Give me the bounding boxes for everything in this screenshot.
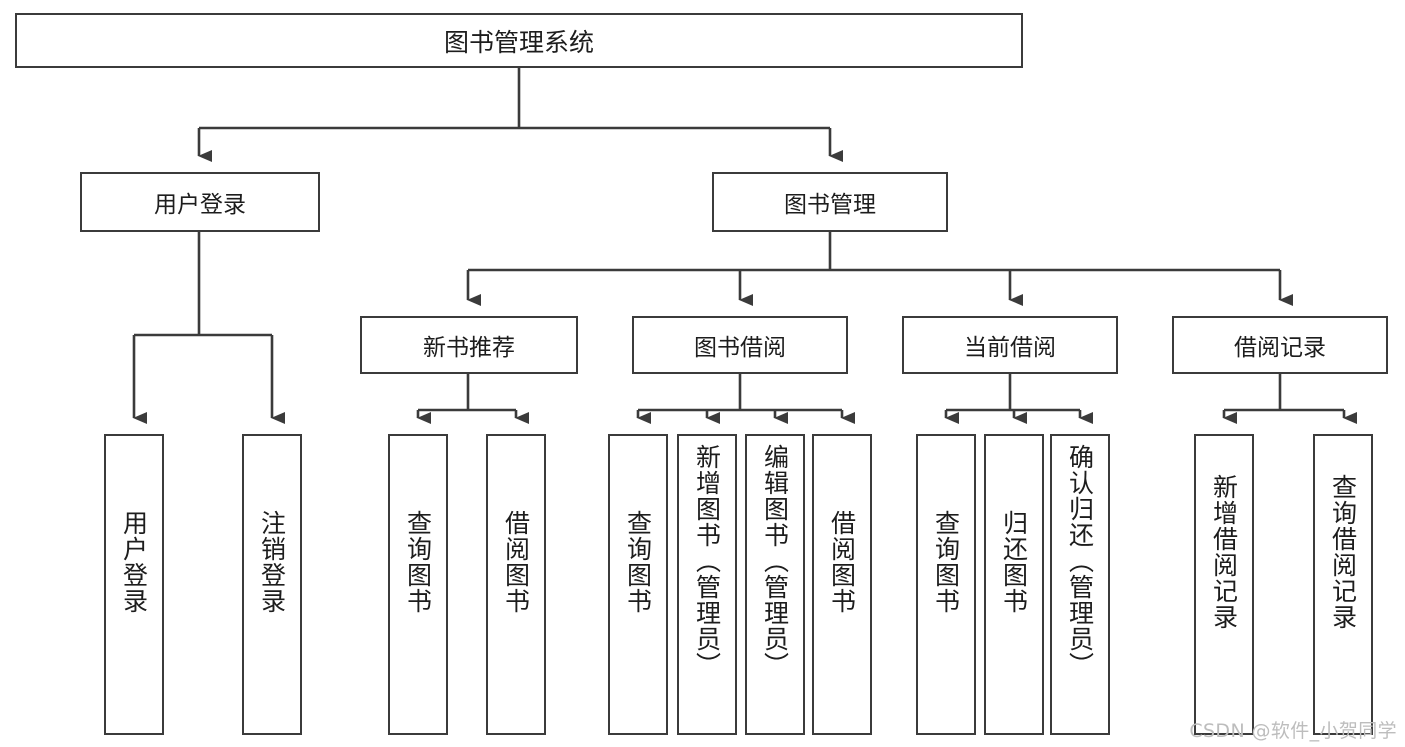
leaf-user-login-logout[interactable]: 注销登录	[242, 434, 302, 735]
node-book-borrow[interactable]: 图书借阅	[632, 316, 848, 374]
leaf-label: 查询图书	[931, 510, 961, 614]
leaf-label: 借阅图书	[501, 510, 531, 614]
node-root[interactable]: 图书管理系统	[15, 13, 1023, 68]
watermark: CSDN @软件_小贺同学	[1189, 720, 1397, 742]
node-user-login[interactable]: 用户登录	[80, 172, 320, 232]
leaf-borrow-add-book-admin[interactable]: 新增图书（管理员）	[677, 434, 737, 735]
node-borrow-record[interactable]: 借阅记录	[1172, 316, 1388, 374]
leaf-record-add-borrow-record[interactable]: 新增借阅记录	[1194, 434, 1254, 735]
leaf-borrow-query-book[interactable]: 查询图书	[608, 434, 668, 735]
leaf-label: 编辑图书（管理员）	[760, 444, 790, 678]
leaf-label: 归还图书	[999, 510, 1029, 614]
leaf-borrow-borrow-book[interactable]: 借阅图书	[812, 434, 872, 735]
leaf-label: 借阅图书	[827, 510, 857, 614]
leaf-label: 查询借阅记录	[1328, 474, 1358, 630]
leaf-recommend-borrow-book[interactable]: 借阅图书	[486, 434, 546, 735]
node-current-borrow[interactable]: 当前借阅	[902, 316, 1118, 374]
leaf-current-query-book[interactable]: 查询图书	[916, 434, 976, 735]
leaf-label: 新增借阅记录	[1209, 474, 1239, 630]
leaf-current-return-book[interactable]: 归还图书	[984, 434, 1044, 735]
leaf-user-login-login[interactable]: 用户登录	[104, 434, 164, 735]
node-new-book-recommend[interactable]: 新书推荐	[360, 316, 578, 374]
node-book-management[interactable]: 图书管理	[712, 172, 948, 232]
leaf-label: 新增图书（管理员）	[692, 444, 722, 678]
leaf-record-query-borrow-record[interactable]: 查询借阅记录	[1313, 434, 1373, 735]
leaf-label: 确认归还（管理员）	[1065, 444, 1095, 678]
leaf-label: 用户登录	[119, 510, 149, 614]
leaf-borrow-edit-book-admin[interactable]: 编辑图书（管理员）	[745, 434, 805, 735]
leaf-label: 注销登录	[257, 510, 287, 614]
leaf-current-confirm-return-admin[interactable]: 确认归还（管理员）	[1050, 434, 1110, 735]
leaf-recommend-query-book[interactable]: 查询图书	[388, 434, 448, 735]
leaf-label: 查询图书	[623, 510, 653, 614]
leaf-label: 查询图书	[403, 510, 433, 614]
